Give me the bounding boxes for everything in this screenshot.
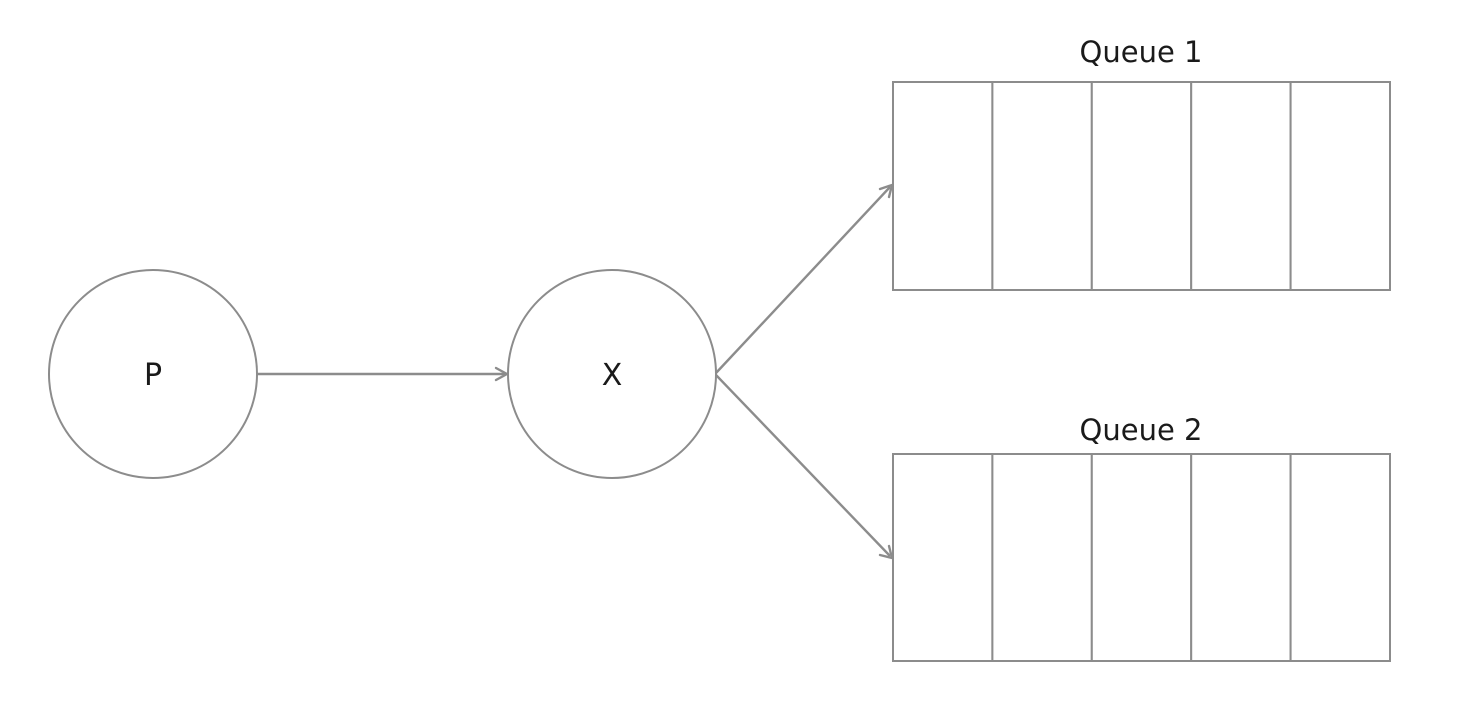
- exchange-node: X: [507, 269, 717, 479]
- queue-slot: [892, 453, 994, 662]
- queue-1-title: Queue 1: [1080, 35, 1203, 69]
- queue-slot: [1289, 81, 1391, 291]
- arrowhead-icon: [878, 183, 894, 199]
- queue-1-slots: [892, 81, 1391, 291]
- edge-line: [715, 374, 891, 557]
- queue-slot: [1190, 81, 1292, 291]
- producer-circle: [48, 269, 258, 479]
- queue-slot: [991, 453, 1093, 662]
- queue-2-title: Queue 2: [1080, 413, 1203, 447]
- queue-slot: [892, 81, 994, 291]
- edge-producer-to-exchange: [256, 366, 509, 382]
- queue-slot: [1289, 453, 1391, 662]
- edge-line: [715, 186, 891, 374]
- queue-1: Queue 1: [892, 35, 1391, 291]
- queue-2-slots: [892, 453, 1391, 662]
- queue-2: Queue 2: [892, 413, 1391, 662]
- queue-slot: [1190, 453, 1292, 662]
- producer-label: P: [144, 358, 162, 393]
- queue-slot: [1090, 81, 1193, 291]
- edge-exchange-to-queue-1: [715, 183, 894, 374]
- queue-slot: [1090, 453, 1193, 662]
- producer-node: P: [48, 269, 258, 479]
- edge-exchange-to-queue-2: [715, 374, 894, 560]
- exchange-circle: [507, 269, 717, 479]
- queue-slot: [991, 81, 1093, 291]
- exchange-label: X: [602, 358, 623, 393]
- arrowhead-icon: [878, 544, 894, 560]
